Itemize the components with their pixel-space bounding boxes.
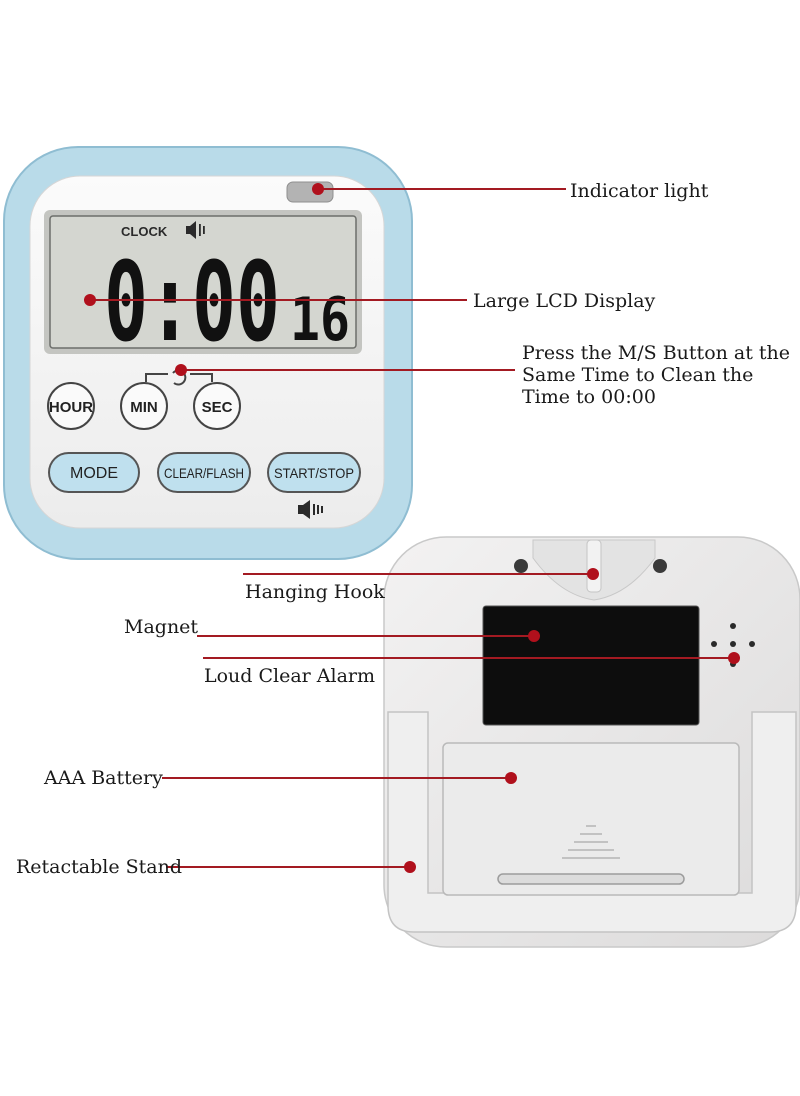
clear-flash-button[interactable]: CLEAR/FLASH: [157, 452, 251, 493]
battery-leader: [162, 777, 511, 779]
battery-dot: [505, 772, 517, 784]
loud-alarm-dot: [728, 652, 740, 664]
back-timer: [383, 536, 800, 948]
mode-button[interactable]: MODE: [48, 452, 140, 493]
screw-hole-left: [514, 559, 528, 573]
lcd-display-leader: [90, 299, 467, 301]
stand-label: Retactable Stand: [16, 856, 183, 878]
hanging-hook-dot: [587, 568, 599, 580]
indicator-light-leader: [318, 188, 566, 190]
hanging-hook-label: Hanging Hook: [245, 581, 385, 603]
min-button[interactable]: MIN: [120, 382, 168, 430]
battery-label: AAA Battery: [44, 767, 163, 789]
hour-button[interactable]: HOUR: [47, 382, 95, 430]
hour-button-label: HOUR: [49, 399, 93, 416]
start-stop-button[interactable]: START/STOP: [267, 452, 361, 493]
lcd-time-main: 0:00: [104, 238, 280, 366]
lcd-display-label: Large LCD Display: [473, 290, 656, 312]
clear-flash-button-label: CLEAR/FLASH: [164, 465, 244, 481]
indicator-light: [286, 181, 334, 203]
indicator-light-label: Indicator light: [570, 180, 709, 202]
stand-leader: [166, 866, 410, 868]
lcd-display: [49, 215, 357, 349]
indicator-light-dot: [312, 183, 324, 195]
magnet-label: Magnet: [124, 616, 199, 638]
volume-switch-icon: [298, 500, 323, 519]
ms-button-leader: [181, 369, 515, 371]
hanging-hook-leader: [243, 573, 593, 575]
min-button-label: MIN: [130, 399, 158, 416]
sec-button-label: SEC: [202, 399, 233, 416]
speaker-holes: [711, 623, 755, 667]
battery-cover: [442, 742, 740, 896]
magnet-dot: [528, 630, 540, 642]
magnet-leader: [197, 635, 534, 637]
front-timer: CLOCK 0:00 16 HOUR MIN SEC: [3, 146, 413, 560]
stand-dot: [404, 861, 416, 873]
mode-button-label: MODE: [70, 465, 118, 482]
loud-alarm-label: Loud Clear Alarm: [204, 665, 376, 687]
battery-cover-slot: [497, 873, 685, 885]
battery-cover-grip: [562, 825, 620, 859]
magnet: [482, 605, 700, 726]
lcd-time-seconds: 16: [290, 285, 350, 355]
loud-alarm-leader: [203, 657, 734, 659]
start-stop-button-label: START/STOP: [274, 465, 354, 481]
sec-button[interactable]: SEC: [193, 382, 241, 430]
screw-hole-right: [653, 559, 667, 573]
retractable-stand: [387, 711, 797, 933]
lcd-display-dot: [84, 294, 96, 306]
ms-button-dot: [175, 364, 187, 376]
lcd-clock-text: CLOCK: [121, 224, 168, 239]
lcd-speaker-icon: [186, 221, 205, 239]
ms-button-label: Press the M/S Button at the Same Time to…: [522, 342, 791, 408]
